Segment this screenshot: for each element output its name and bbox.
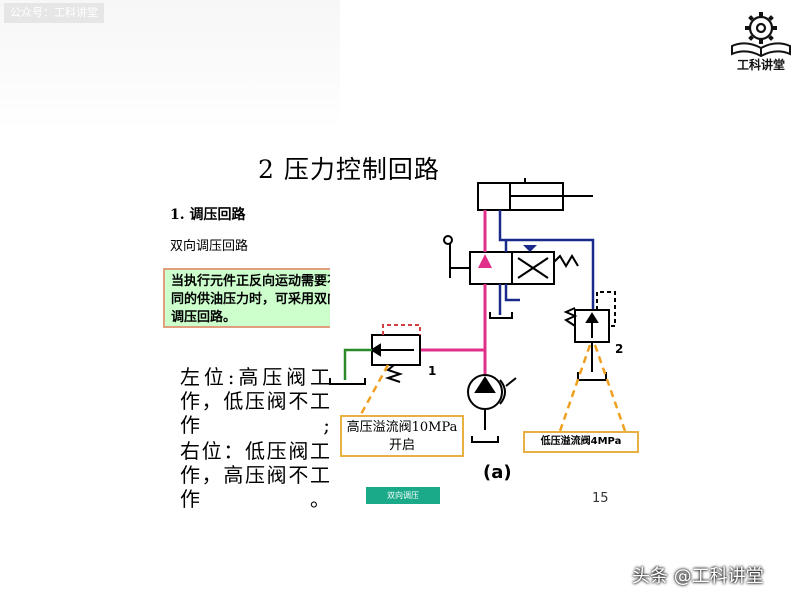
valve1-number: 1 [428, 364, 436, 378]
valve2-number: 2 [615, 342, 623, 356]
low-pressure-label: 低压溢流阀4MPa [523, 431, 639, 453]
directional-valve [443, 235, 579, 285]
tank-symbol-2 [329, 378, 366, 385]
tank-symbol-3 [471, 436, 499, 443]
subtitle: 1. 调压回路 [170, 207, 246, 223]
wechat-tag: 公众号：工科讲堂 [4, 3, 104, 23]
tank-symbol-1 [489, 312, 513, 319]
leader-lines [358, 344, 627, 432]
tank-symbol-4 [577, 372, 607, 381]
logo-text: 工科讲堂 [736, 58, 785, 72]
slide-title: 2 压力控制回路 [258, 155, 440, 184]
subsubtitle: 双向调压回路 [170, 239, 249, 254]
bidirectional-pressure-button[interactable]: 双向调压 [366, 487, 440, 504]
page-number: 15 [592, 491, 609, 506]
right-position-text: 右位：低压阀工作，高压阀不工作。 [180, 439, 330, 511]
high-pressure-label: 高压溢流阀10MPa 开启 [340, 415, 464, 457]
hydraulic-cylinder [477, 178, 593, 211]
hydraulic-pump [467, 374, 517, 430]
left-line [343, 348, 372, 380]
low-pressure-relief-valve [563, 291, 616, 372]
left-position-text: 左位:高压阀工作，低压阀不工作; [180, 365, 330, 437]
pressure-line [420, 210, 492, 375]
high-pressure-relief-valve [370, 324, 421, 383]
watermark: 头条 @工科讲堂 [632, 566, 764, 587]
figure-label: (a) [483, 462, 512, 483]
gear-book-logo-icon [731, 12, 791, 58]
return-line [498, 210, 595, 315]
